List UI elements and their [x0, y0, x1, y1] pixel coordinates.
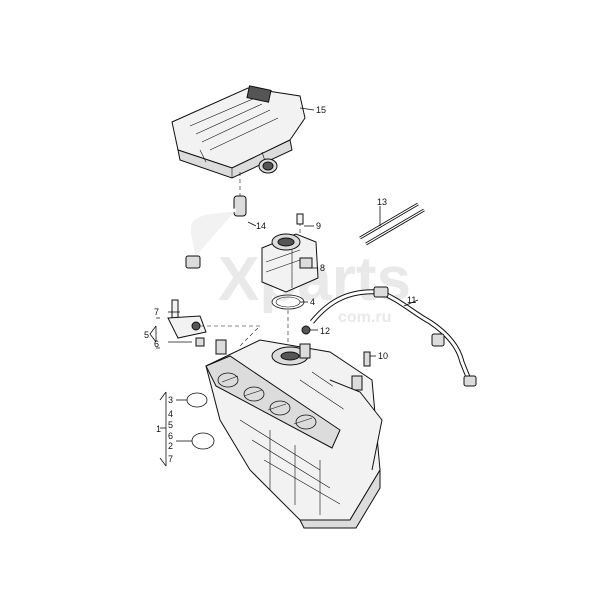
callout-4-manifold: 4 [168, 409, 173, 419]
callout-7-sensor: 7 [154, 307, 159, 317]
callout-10: 10 [378, 351, 388, 361]
callout-5-manifold: 5 [168, 420, 173, 430]
callout-13: 13 [377, 197, 387, 207]
vent-hose [185, 172, 247, 269]
callout-7-manifold: 7 [168, 454, 173, 464]
callout-2: 2 [168, 441, 173, 451]
callout-4-throttle: 4 [310, 297, 315, 307]
leader-lines [149, 107, 419, 467]
watermark-subtext: com.ru [338, 309, 391, 326]
callout-8: 8 [320, 263, 325, 273]
callout-3: 3 [168, 395, 173, 405]
callout-15: 15 [316, 105, 326, 115]
callout-14: 14 [256, 221, 266, 231]
hose-connectors [359, 202, 425, 246]
breather-line [310, 286, 477, 387]
callout-5-sensor: 5 [144, 330, 149, 340]
callout-9: 9 [316, 221, 321, 231]
cap-12 [301, 325, 311, 335]
throttle-body [261, 213, 319, 293]
callout-6-manifold: 6 [168, 431, 173, 441]
map-sensor [167, 299, 261, 349]
intake-manifold [205, 339, 383, 529]
o-ring-3 [186, 392, 208, 408]
callout-12: 12 [320, 326, 330, 336]
callout-1: 1 [156, 424, 161, 434]
o-ring-2 [191, 432, 215, 450]
callout-6-sensor: 6 [154, 339, 159, 349]
air-filter-housing [171, 85, 306, 179]
callout-11: 11 [407, 295, 416, 305]
